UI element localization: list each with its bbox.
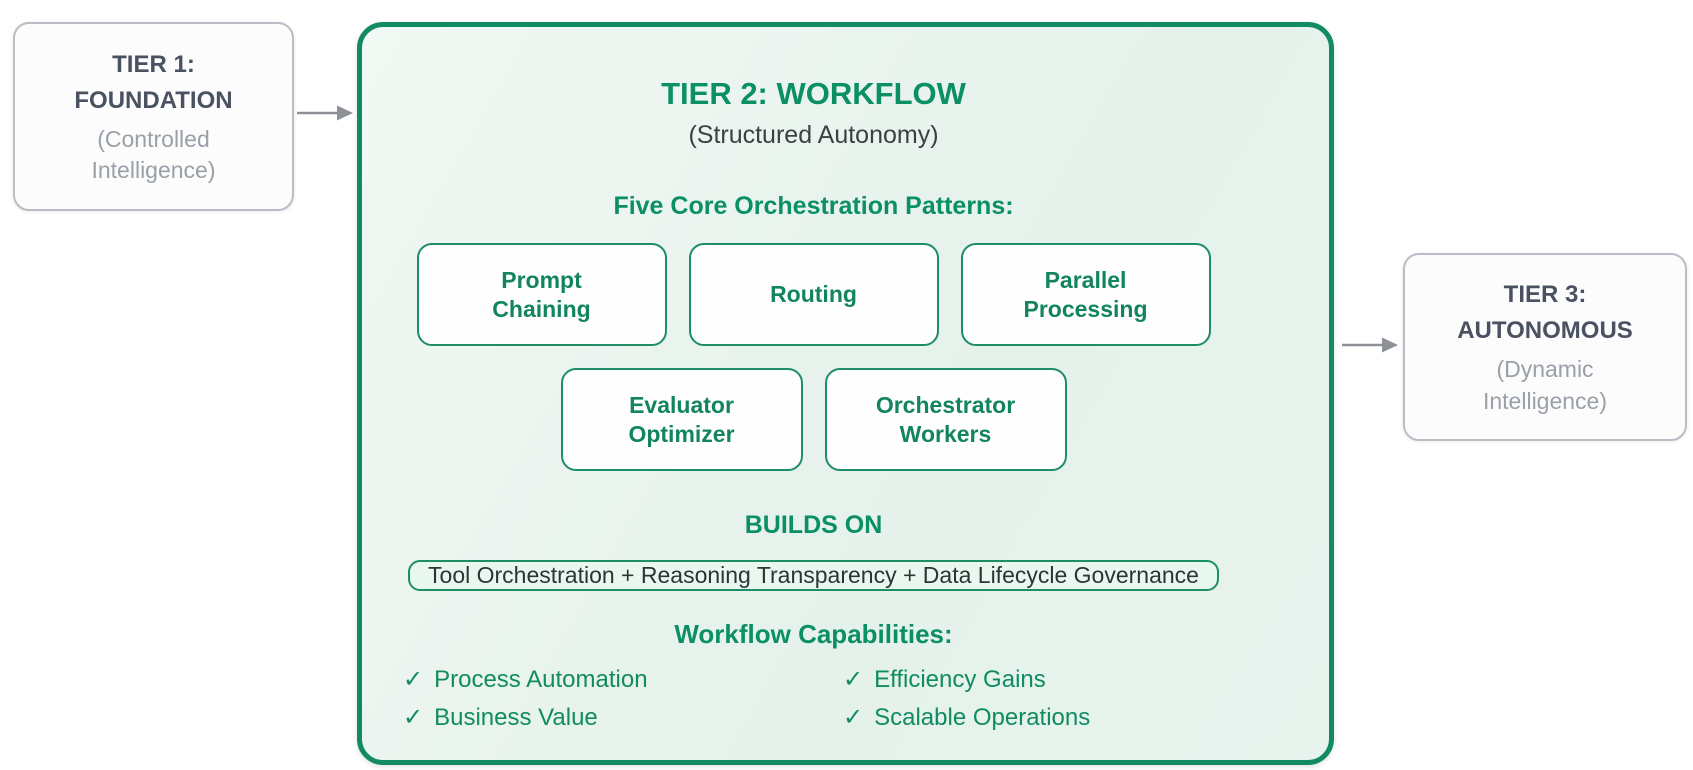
tier3-subtitle: (Dynamic Intelligence) (1482, 356, 1608, 414)
tier1-subtitle: (Controlled Intelligence) (91, 125, 216, 183)
tier3-autonomous-box: TIER 3: AUTONOMOUS (Dynamic Intelligence… (1403, 253, 1687, 441)
builds-on-heading: BUILDS ON (744, 511, 883, 540)
pattern-box-evaluator-optimizer: Evaluator Optimizer (560, 368, 803, 472)
patterns-row-2: Evaluator Optimizer Orchestrator Workers (560, 368, 1067, 472)
tier1-title: TIER 1: FOUNDATION (74, 50, 233, 114)
capability-item: ✓ Scalable Operations (843, 702, 1224, 733)
patterns-row-1: Prompt Chaining Routing Parallel Process… (416, 243, 1211, 347)
tier3-title: TIER 3: AUTONOMOUS (1457, 281, 1633, 345)
capability-item: ✓ Efficiency Gains (843, 664, 1224, 695)
arrow-right-icon (296, 104, 354, 127)
tier2-subtitle: (Structured Autonomy) (688, 121, 939, 150)
capabilities-grid: ✓ Process Automation ✓ Efficiency Gains … (403, 664, 1224, 733)
capability-item: ✓ Business Value (403, 702, 843, 733)
pattern-box-routing: Routing (688, 243, 939, 347)
tier1-foundation-box: TIER 1: FOUNDATION (Controlled Intellige… (13, 22, 294, 211)
pattern-box-parallel-processing: Parallel Processing (960, 243, 1211, 347)
check-icon: ✓ (403, 666, 424, 694)
builds-on-banner: Tool Orchestration + Reasoning Transpare… (408, 560, 1219, 592)
check-icon: ✓ (843, 666, 864, 694)
arrow-right-icon (1341, 336, 1399, 359)
tier2-title: TIER 2: WORKFLOW (661, 76, 966, 111)
patterns-heading: Five Core Orchestration Patterns: (613, 192, 1014, 221)
pattern-box-orchestrator-workers: Orchestrator Workers (824, 368, 1067, 472)
capability-label: Process Automation (434, 666, 648, 694)
capability-item: ✓ Process Automation (403, 664, 843, 695)
builds-on-text: Tool Orchestration + Reasoning Transpare… (428, 562, 1199, 589)
capability-label: Business Value (434, 704, 598, 732)
pattern-box-prompt-chaining: Prompt Chaining (416, 243, 667, 347)
capabilities-heading: Workflow Capabilities: (674, 619, 953, 650)
tier2-workflow-box: TIER 2: WORKFLOW (Structured Autonomy) F… (357, 22, 1334, 765)
check-icon: ✓ (843, 704, 864, 732)
capability-label: Scalable Operations (874, 704, 1091, 732)
capability-label: Efficiency Gains (874, 666, 1046, 694)
check-icon: ✓ (403, 704, 424, 732)
